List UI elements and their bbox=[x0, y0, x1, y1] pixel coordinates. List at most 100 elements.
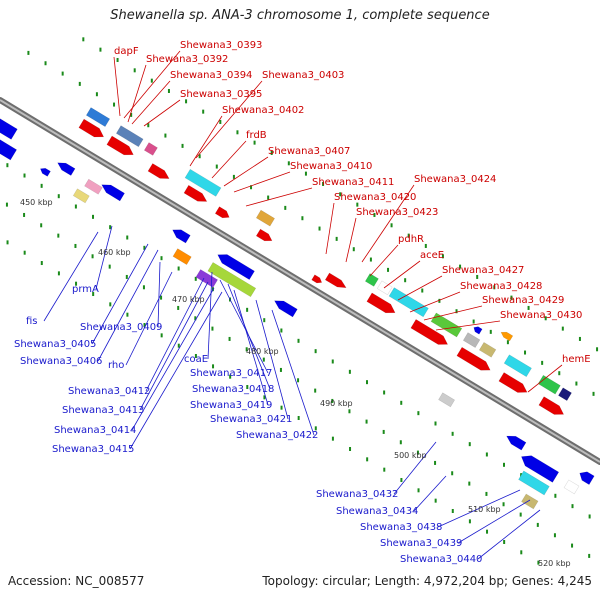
gene-features bbox=[0, 107, 595, 510]
tick-dot bbox=[520, 473, 523, 478]
leader-line bbox=[219, 279, 269, 374]
tick-dot bbox=[485, 491, 488, 496]
forward-gene-label: Shewana3_0403 bbox=[262, 70, 344, 81]
tick-dot bbox=[194, 276, 197, 281]
tick-dot bbox=[95, 92, 98, 97]
reverse-gene-arrow bbox=[172, 229, 191, 244]
tick-dot bbox=[536, 522, 539, 527]
tick-dot bbox=[82, 37, 85, 42]
tick-dot bbox=[335, 236, 338, 241]
tick-dot bbox=[592, 391, 595, 396]
gene-block bbox=[537, 374, 561, 395]
forward-gene-arrow bbox=[324, 272, 347, 289]
tick-dot bbox=[126, 235, 129, 240]
tick-dot bbox=[262, 357, 265, 362]
tick-dot bbox=[253, 140, 256, 145]
leader-line bbox=[435, 320, 501, 331]
tick-dot bbox=[387, 267, 390, 272]
forward-gene-arrow bbox=[255, 228, 273, 242]
gene-block bbox=[518, 470, 550, 496]
tick-dot bbox=[399, 440, 402, 445]
tick-dot bbox=[596, 347, 599, 352]
forward-gene-arrow bbox=[106, 135, 134, 156]
tick-dot bbox=[339, 192, 342, 197]
tick-dot bbox=[263, 395, 266, 400]
tick-dot bbox=[57, 271, 60, 276]
tick-dot bbox=[61, 71, 64, 76]
tick-dot bbox=[287, 161, 290, 166]
tick-dot bbox=[373, 212, 376, 217]
tick-dot bbox=[468, 481, 471, 486]
scale-label: 500 kbp bbox=[394, 451, 427, 460]
leader-line bbox=[207, 271, 213, 360]
reverse-gene-label: Shewana3_0418 bbox=[192, 384, 274, 395]
forward-gene-label: Shewana3_0424 bbox=[414, 174, 496, 185]
tick-dot bbox=[160, 333, 163, 338]
forward-gene-label: Shewana3_0428 bbox=[460, 281, 542, 292]
forward-gene-arrow bbox=[147, 163, 170, 179]
leader-line bbox=[245, 187, 313, 207]
leader-line bbox=[457, 499, 531, 544]
forward-gene-label: Shewana3_0410 bbox=[290, 161, 372, 172]
scale-label: 470 kbp bbox=[172, 295, 205, 304]
reverse-gene-arrow bbox=[217, 254, 255, 280]
leader-line bbox=[227, 283, 271, 390]
tick-dot bbox=[520, 550, 523, 555]
chromosome-backbone bbox=[0, 97, 600, 465]
tick-dot bbox=[434, 498, 437, 503]
forward-gene-label: pdhR bbox=[398, 234, 424, 245]
reverse-gene-label: Shewana3_0413 bbox=[62, 405, 144, 416]
scale-label: 520 kbp bbox=[538, 559, 571, 568]
gene-block bbox=[143, 142, 158, 156]
tick-dot bbox=[485, 452, 488, 457]
reverse-gene-label: Shewana3_0440 bbox=[400, 554, 482, 565]
tick-dot bbox=[400, 400, 403, 405]
forward-gene-arrow bbox=[78, 118, 105, 138]
tick-dot bbox=[297, 378, 300, 383]
leader-line bbox=[143, 99, 181, 127]
tick-dot bbox=[130, 112, 133, 117]
tick-dot bbox=[558, 371, 561, 376]
tick-dot bbox=[143, 245, 146, 250]
leader-line bbox=[113, 56, 121, 117]
tick-dot bbox=[416, 450, 419, 455]
label-leader-lines bbox=[43, 50, 563, 560]
leader-line bbox=[271, 309, 315, 436]
leader-line bbox=[211, 140, 247, 179]
tick-dot bbox=[493, 285, 496, 290]
forward-gene-arrow bbox=[214, 206, 230, 219]
tick-dot bbox=[571, 543, 574, 548]
leader-line bbox=[123, 50, 181, 119]
tick-dot bbox=[441, 254, 444, 259]
tick-dot bbox=[575, 381, 578, 386]
tick-dot bbox=[164, 133, 167, 138]
leader-line bbox=[189, 115, 223, 167]
tick-dot bbox=[167, 88, 170, 93]
tick-dot bbox=[280, 405, 283, 410]
tick-dot bbox=[571, 504, 574, 509]
scale-label: 460 kbp bbox=[98, 248, 131, 257]
leader-line bbox=[393, 441, 437, 495]
tick-dot bbox=[40, 183, 43, 188]
tick-dot bbox=[404, 278, 407, 283]
tick-dot bbox=[109, 225, 112, 230]
reverse-gene-label: Shewana3_0421 bbox=[210, 414, 292, 425]
tick-dot bbox=[212, 364, 215, 369]
gene-block bbox=[388, 287, 429, 318]
tick-dot bbox=[177, 305, 180, 310]
gene-block bbox=[115, 125, 144, 148]
tick-dot bbox=[125, 274, 128, 279]
forward-gene-arrow bbox=[311, 274, 323, 284]
tick-dot bbox=[455, 309, 458, 314]
leader-line bbox=[527, 364, 563, 393]
scale-label: 480 kbp bbox=[246, 347, 279, 356]
tick-dot bbox=[503, 462, 506, 467]
leader-line bbox=[423, 305, 483, 321]
tick-dot bbox=[75, 281, 78, 286]
reverse-gene-arrow bbox=[0, 117, 18, 140]
tick-dot bbox=[524, 350, 527, 355]
reverse-gene-label: Shewana3_0438 bbox=[360, 522, 442, 533]
tick-dot bbox=[40, 261, 43, 266]
reverse-gene-label: fis bbox=[26, 316, 38, 327]
tick-dot bbox=[99, 47, 102, 52]
